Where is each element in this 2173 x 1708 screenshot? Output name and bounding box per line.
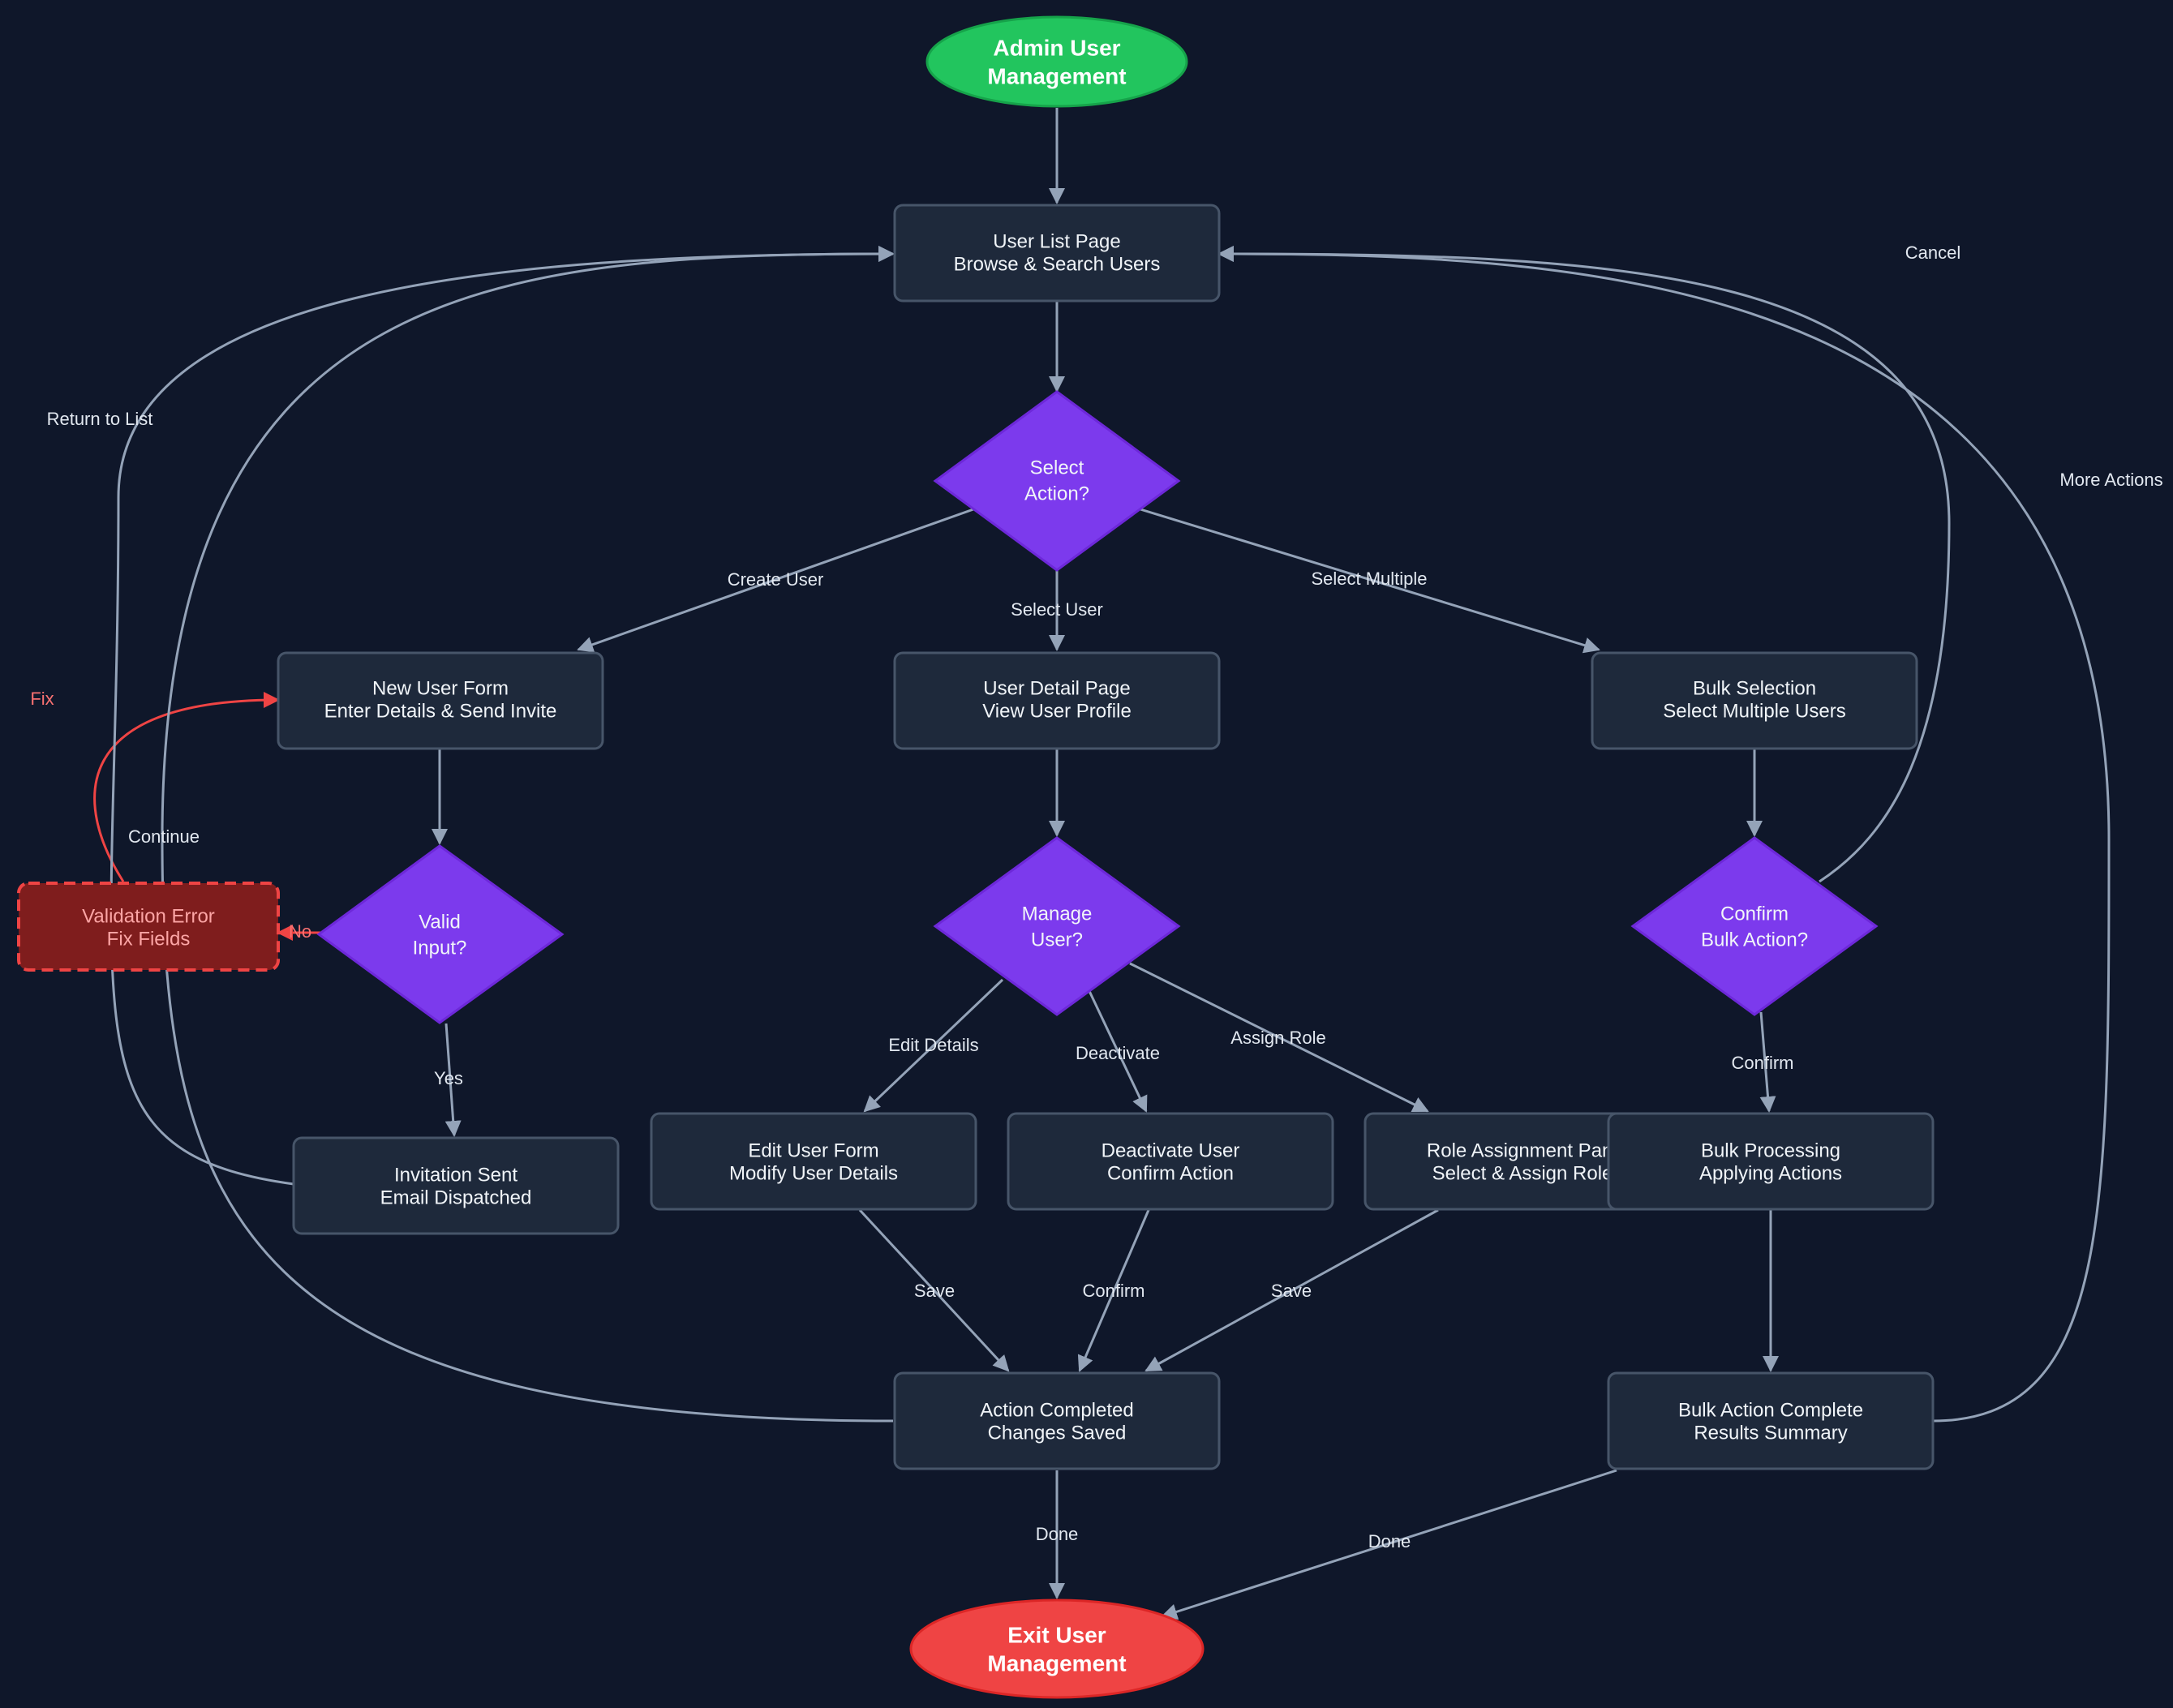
edit-user-form-node[interactable]: Edit User Form Modify User Details bbox=[650, 1112, 977, 1211]
action-completed-node[interactable]: Action Completed Changes Saved bbox=[893, 1371, 1221, 1470]
select-action-decision[interactable]: Select Action? bbox=[933, 390, 1181, 572]
edge-edit-details bbox=[863, 978, 1004, 1113]
bulk-processing-node[interactable]: Bulk Processing Applying Actions bbox=[1607, 1112, 1935, 1211]
edge-assign-role bbox=[1129, 962, 1429, 1113]
edge-continue bbox=[110, 246, 895, 1186]
exit-node[interactable]: Exit User Management bbox=[909, 1599, 1205, 1699]
bulk-processing-line1: Bulk Processing bbox=[1701, 1139, 1840, 1161]
bulk-processing-line2: Applying Actions bbox=[1699, 1162, 1842, 1184]
validation-error-node[interactable]: Validation Error Fix Fields bbox=[17, 882, 280, 972]
edge-label-return-to-list: Return to List bbox=[47, 409, 153, 429]
edge-confirm-bulk bbox=[1759, 1011, 1776, 1113]
edge-label-done-action: Done bbox=[1036, 1524, 1079, 1544]
edge-valid-yes bbox=[444, 1023, 462, 1137]
bulk-selection-node[interactable]: Bulk Selection Select Multiple Users bbox=[1591, 651, 1918, 750]
new-user-form-line1: New User Form bbox=[372, 677, 509, 699]
edge-label-create-user: Create User bbox=[728, 569, 824, 590]
edges bbox=[93, 108, 2111, 1620]
edge-return-to-list bbox=[161, 246, 895, 1423]
edge-label-edit-details: Edit Details bbox=[888, 1035, 978, 1055]
edge-label-no: No bbox=[289, 921, 311, 942]
edge-fix bbox=[93, 692, 280, 882]
validation-error-line1: Validation Error bbox=[82, 905, 215, 927]
manage-user-line2: User? bbox=[1031, 929, 1083, 951]
edge-create-user bbox=[577, 508, 974, 653]
edge-label-confirm-bulk: Confirm bbox=[1731, 1053, 1793, 1073]
bulk-selection-line2: Select Multiple Users bbox=[1663, 700, 1845, 722]
bulk-complete-node[interactable]: Bulk Action Complete Results Summary bbox=[1607, 1371, 1935, 1470]
confirm-bulk-decision[interactable]: Confirm Bulk Action? bbox=[1630, 836, 1879, 1016]
action-completed-line2: Changes Saved bbox=[988, 1422, 1127, 1444]
edge-label-save-edit: Save bbox=[914, 1281, 955, 1301]
edge-label-save-role: Save bbox=[1271, 1281, 1312, 1301]
user-list-line2: Browse & Search Users bbox=[954, 253, 1161, 275]
edge-deactivate bbox=[1088, 990, 1148, 1113]
edge-label-deactivate: Deactivate bbox=[1076, 1043, 1160, 1063]
exit-node-line2: Management bbox=[987, 1650, 1126, 1676]
select-action-line2: Action? bbox=[1024, 483, 1089, 504]
user-detail-line1: User Detail Page bbox=[983, 677, 1130, 699]
edge-labels: Create User Select User Select Multiple … bbox=[30, 242, 2162, 1551]
valid-input-decision[interactable]: Valid Input? bbox=[316, 844, 565, 1024]
deactivate-user-node[interactable]: Deactivate User Confirm Action bbox=[1007, 1112, 1334, 1211]
edge-select-multiple bbox=[1140, 508, 1600, 654]
start-node-line1: Admin User bbox=[993, 35, 1120, 60]
confirm-bulk-line2: Bulk Action? bbox=[1701, 929, 1808, 951]
edge-confirm-deactivate bbox=[1077, 1209, 1150, 1372]
deactivate-user-line2: Confirm Action bbox=[1107, 1162, 1234, 1184]
manage-user-line1: Manage bbox=[1022, 903, 1093, 925]
role-assignment-line2: Select & Assign Roles bbox=[1432, 1162, 1623, 1184]
edge-label-confirm-deactivate: Confirm bbox=[1082, 1281, 1144, 1301]
new-user-form-line2: Enter Details & Send Invite bbox=[324, 700, 557, 722]
edge-label-done-bulk: Done bbox=[1368, 1531, 1411, 1551]
edge-label-more-actions: More Actions bbox=[2059, 470, 2162, 490]
edge-label-assign-role: Assign Role bbox=[1230, 1028, 1325, 1048]
user-list-node[interactable]: User List Page Browse & Search Users bbox=[893, 204, 1221, 303]
bulk-complete-line1: Bulk Action Complete bbox=[1678, 1399, 1863, 1421]
bulk-complete-line2: Results Summary bbox=[1694, 1422, 1847, 1444]
edge-more-actions bbox=[1217, 246, 2111, 1423]
validation-error-line2: Fix Fields bbox=[107, 928, 191, 950]
edit-user-form-line1: Edit User Form bbox=[748, 1139, 878, 1161]
user-detail-line2: View User Profile bbox=[982, 700, 1132, 722]
valid-input-line2: Input? bbox=[413, 937, 467, 959]
user-list-line1: User List Page bbox=[993, 230, 1120, 252]
invitation-sent-line2: Email Dispatched bbox=[380, 1187, 532, 1208]
edit-user-form-line2: Modify User Details bbox=[729, 1162, 898, 1184]
confirm-bulk-line1: Confirm bbox=[1720, 903, 1789, 925]
exit-node-line1: Exit User bbox=[1007, 1622, 1106, 1647]
edge-label-select-multiple: Select Multiple bbox=[1311, 569, 1427, 589]
select-action-line1: Select bbox=[1030, 457, 1084, 478]
invitation-sent-node[interactable]: Invitation Sent Email Dispatched bbox=[292, 1136, 620, 1235]
edge-done-bulk bbox=[1161, 1469, 1617, 1620]
new-user-form-node[interactable]: New User Form Enter Details & Send Invit… bbox=[277, 651, 604, 750]
edge-cancel bbox=[1217, 246, 1951, 883]
edge-label-continue: Continue bbox=[128, 826, 200, 847]
edge-label-select-user: Select User bbox=[1011, 599, 1103, 620]
user-detail-node[interactable]: User Detail Page View User Profile bbox=[893, 651, 1221, 750]
invitation-sent-line1: Invitation Sent bbox=[394, 1164, 517, 1186]
deactivate-user-line1: Deactivate User bbox=[1102, 1139, 1240, 1161]
edge-label-fix: Fix bbox=[30, 689, 54, 709]
edge-save-edit bbox=[858, 1208, 1010, 1372]
edge-label-cancel: Cancel bbox=[1905, 242, 1960, 263]
edge-save-role bbox=[1144, 1208, 1439, 1372]
edge-label-yes: Yes bbox=[434, 1068, 463, 1088]
start-node[interactable]: Admin User Management bbox=[925, 15, 1188, 108]
start-node-line2: Management bbox=[987, 63, 1126, 88]
bulk-selection-line1: Bulk Selection bbox=[1693, 677, 1816, 699]
manage-user-decision[interactable]: Manage User? bbox=[933, 836, 1181, 1016]
action-completed-line1: Action Completed bbox=[980, 1399, 1133, 1421]
valid-input-line1: Valid bbox=[419, 911, 461, 933]
role-assignment-line1: Role Assignment Panel bbox=[1427, 1139, 1628, 1161]
